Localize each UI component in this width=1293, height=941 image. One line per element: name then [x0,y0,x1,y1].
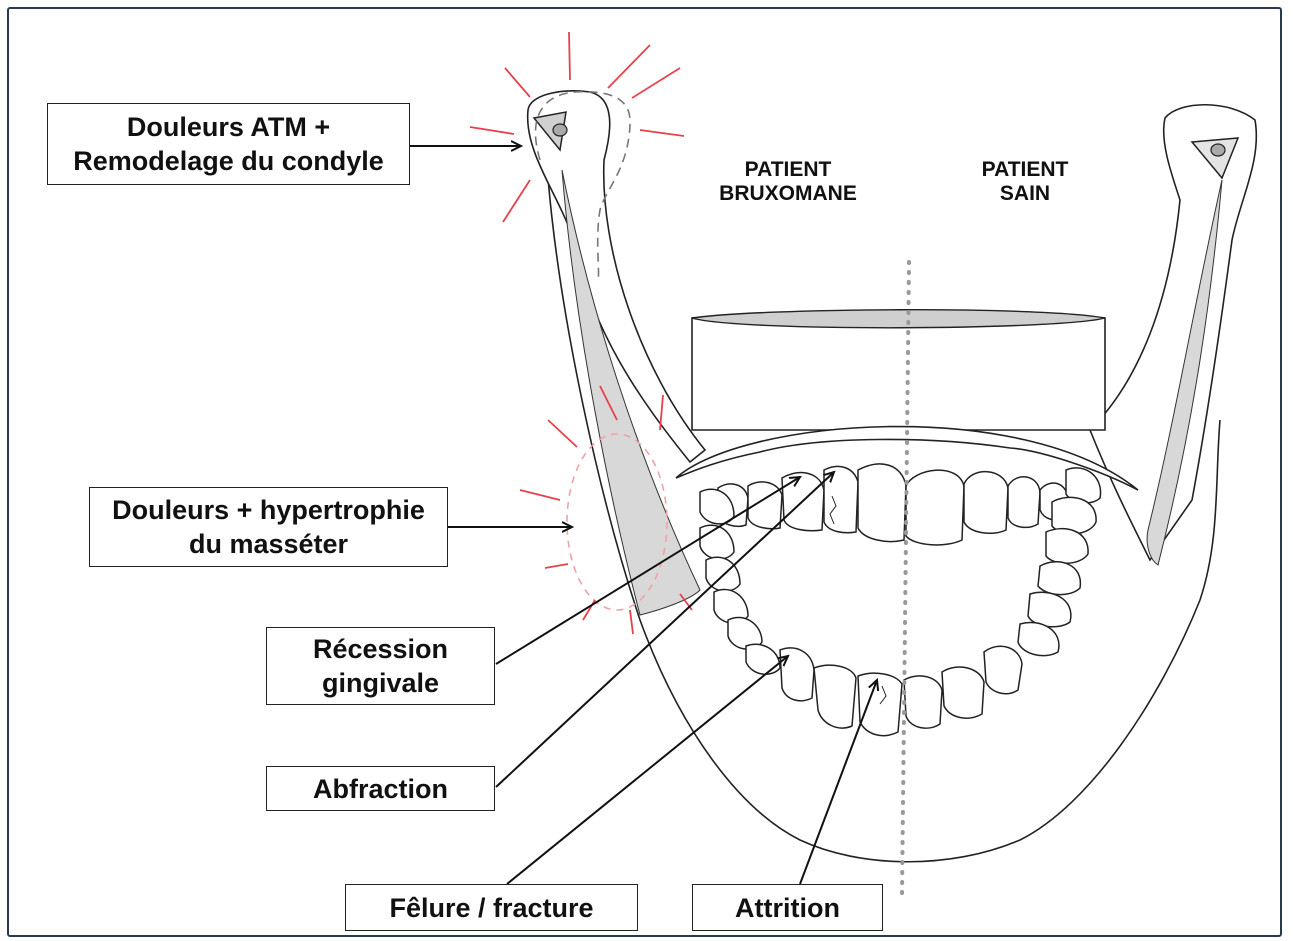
label-recession: Récession gingivale [266,627,495,705]
label-attrition: Attrition [692,884,883,931]
lower-teeth [780,646,1022,735]
label-masseter: Douleurs + hypertrophie du masséter [89,487,448,567]
label-abfraction: Abfraction [266,766,495,811]
header-patient-bruxomane: PATIENT BRUXOMANE [700,158,876,206]
arrow-felure [507,656,788,884]
label-felure-fracture: Fêlure / fracture [345,884,638,931]
right-condyle-dot [1211,144,1225,156]
label-atm: Douleurs ATM + Remodelage du condyle [47,103,410,185]
left-condyle-dot [553,124,567,136]
upper-teeth [718,464,1068,545]
upper-jaw-block [692,318,1105,430]
header-patient-sain: PATIENT SAIN [955,158,1095,206]
